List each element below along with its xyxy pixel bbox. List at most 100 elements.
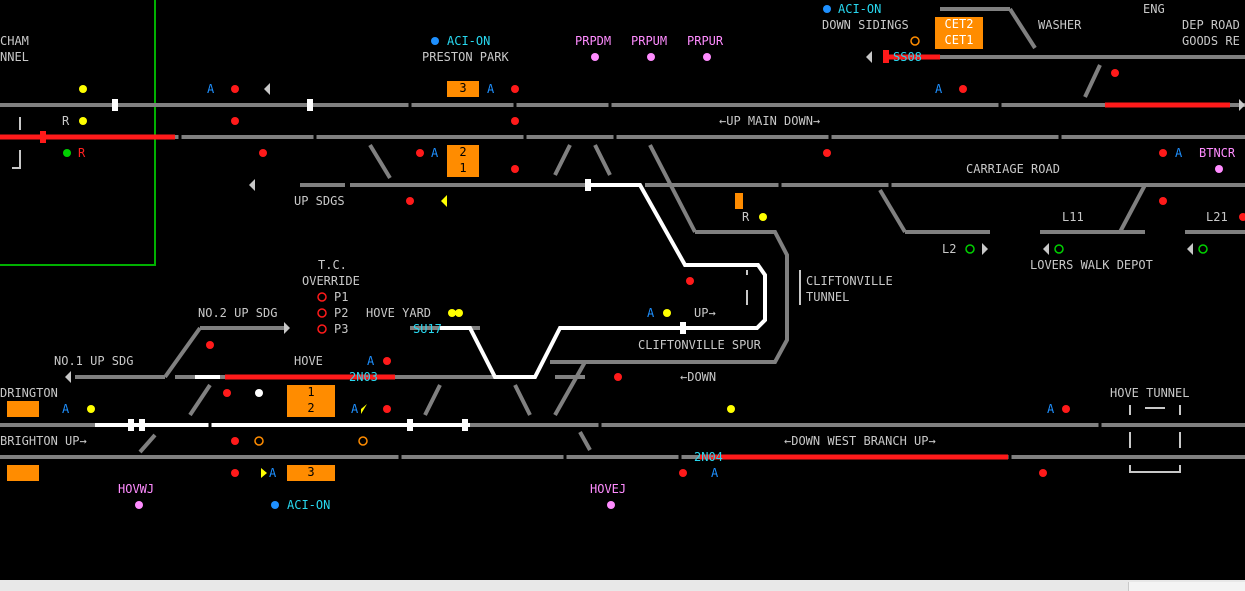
prpur-indicator[interactable] bbox=[703, 53, 711, 61]
track-crossover[interactable] bbox=[553, 144, 572, 176]
signal-red[interactable] bbox=[511, 85, 519, 93]
signal-red[interactable] bbox=[1111, 69, 1119, 77]
signal-red[interactable] bbox=[206, 341, 214, 349]
auto-signal-marker[interactable]: A bbox=[269, 466, 277, 480]
signal-red[interactable] bbox=[383, 405, 391, 413]
signal-red[interactable] bbox=[259, 149, 267, 157]
track-cliftonville-spur-down[interactable] bbox=[550, 230, 789, 364]
signal-red[interactable] bbox=[223, 389, 231, 397]
auto-signal-marker[interactable]: A bbox=[431, 146, 439, 160]
btncr-indicator[interactable] bbox=[1215, 165, 1223, 173]
berth-box-1[interactable]: 1 bbox=[447, 161, 479, 177]
signal-red[interactable] bbox=[823, 149, 831, 157]
signal-yellow[interactable] bbox=[663, 309, 671, 317]
track-crossover[interactable] bbox=[423, 384, 442, 416]
auto-signal-marker[interactable]: A bbox=[62, 402, 70, 416]
signal-green-off[interactable] bbox=[1054, 244, 1064, 254]
berth-su17[interactable]: SU17 bbox=[413, 322, 442, 336]
signal-yellow[interactable] bbox=[727, 405, 735, 413]
signal-red[interactable] bbox=[383, 357, 391, 365]
track-washer-link[interactable] bbox=[1008, 7, 1037, 50]
signal-red[interactable] bbox=[1159, 197, 1167, 205]
aci-on-indicator[interactable] bbox=[271, 501, 279, 509]
signal-red[interactable] bbox=[614, 373, 622, 381]
berth-2n04[interactable]: 2N04 bbox=[694, 450, 723, 464]
track-crossover[interactable] bbox=[1083, 64, 1102, 98]
signal-red[interactable] bbox=[231, 437, 239, 445]
berth-2n03[interactable]: 2N03 bbox=[349, 370, 378, 384]
signal-yellow[interactable] bbox=[79, 85, 87, 93]
aci-on-indicator[interactable] bbox=[823, 5, 831, 13]
signal-green[interactable] bbox=[63, 149, 71, 157]
berth-box-2[interactable]: 2 bbox=[447, 145, 479, 161]
auto-signal-marker[interactable]: A bbox=[1175, 146, 1183, 160]
signal-red[interactable] bbox=[959, 85, 967, 93]
track-l11[interactable] bbox=[1118, 184, 1147, 233]
signal-white[interactable] bbox=[255, 389, 263, 397]
signal-yellow-arrow[interactable] bbox=[441, 195, 447, 207]
signal-red[interactable] bbox=[1159, 149, 1167, 157]
berth-box-empty[interactable] bbox=[7, 465, 39, 481]
aci-on-indicator[interactable] bbox=[431, 37, 439, 45]
signal-yellow[interactable] bbox=[79, 117, 87, 125]
berth-cet1[interactable]: CET1 bbox=[935, 33, 983, 49]
horizontal-scrollbar[interactable] bbox=[0, 580, 1245, 591]
auto-signal-marker[interactable]: A bbox=[207, 82, 215, 96]
signal-orange-ring[interactable] bbox=[358, 436, 368, 446]
signal-red[interactable] bbox=[511, 117, 519, 125]
auto-signal-marker[interactable]: A bbox=[351, 402, 359, 416]
signal-yellow-arrow[interactable] bbox=[361, 404, 367, 414]
berth-box-1[interactable]: 1 bbox=[287, 385, 335, 401]
track-crossover[interactable] bbox=[578, 431, 592, 451]
auto-signal-marker[interactable]: A bbox=[1047, 402, 1055, 416]
signal-orange-ring[interactable] bbox=[254, 436, 264, 446]
track-l2[interactable] bbox=[878, 188, 907, 234]
berth-box-2[interactable]: 2 bbox=[287, 401, 335, 417]
signal-red[interactable] bbox=[231, 85, 239, 93]
track-cliftonville-down[interactable] bbox=[648, 144, 697, 233]
signal-green-off[interactable] bbox=[965, 244, 975, 254]
berth-box-3[interactable]: 3 bbox=[287, 465, 335, 481]
berth-ss08[interactable]: SS08 bbox=[893, 50, 922, 64]
track-crossover[interactable] bbox=[138, 433, 157, 454]
signal-yellow-arrow[interactable] bbox=[261, 468, 267, 478]
signal-yellow[interactable] bbox=[455, 309, 463, 317]
berth-box-3[interactable]: 3 bbox=[447, 81, 479, 97]
hovej-indicator[interactable] bbox=[607, 501, 615, 509]
prpdm-indicator[interactable] bbox=[591, 53, 599, 61]
signal-red[interactable] bbox=[1062, 405, 1070, 413]
signal-red[interactable] bbox=[406, 197, 414, 205]
hovwj-indicator[interactable] bbox=[135, 501, 143, 509]
prpum-indicator[interactable] bbox=[647, 53, 655, 61]
signal-red[interactable] bbox=[1239, 213, 1245, 221]
signal-red[interactable] bbox=[679, 469, 687, 477]
track-crossover[interactable] bbox=[593, 144, 612, 176]
override-p3[interactable] bbox=[317, 324, 327, 334]
signal-orange-ring[interactable] bbox=[910, 36, 920, 46]
auto-signal-marker[interactable]: A bbox=[367, 354, 375, 368]
track-crossover[interactable] bbox=[368, 143, 392, 180]
signal-red[interactable] bbox=[511, 165, 519, 173]
track-crossover[interactable] bbox=[188, 383, 212, 417]
track-no2-link[interactable] bbox=[163, 326, 202, 379]
signal-green-off[interactable] bbox=[1198, 244, 1208, 254]
points-marker[interactable] bbox=[735, 193, 743, 209]
signal-red[interactable] bbox=[231, 117, 239, 125]
signal-red[interactable] bbox=[1039, 469, 1047, 477]
signal-red[interactable] bbox=[416, 149, 424, 157]
signal-yellow[interactable] bbox=[759, 213, 767, 221]
auto-signal-marker[interactable]: A bbox=[487, 82, 495, 96]
berth-box-empty[interactable] bbox=[7, 401, 39, 417]
auto-signal-marker[interactable]: A bbox=[935, 82, 943, 96]
track-crossover[interactable] bbox=[553, 361, 587, 416]
override-p1[interactable] bbox=[317, 292, 327, 302]
auto-signal-marker[interactable]: A bbox=[711, 466, 719, 480]
signal-red[interactable] bbox=[686, 277, 694, 285]
override-p2[interactable] bbox=[317, 308, 327, 318]
auto-signal-marker[interactable]: A bbox=[647, 306, 655, 320]
signal-yellow[interactable] bbox=[87, 405, 95, 413]
signal-yellow[interactable] bbox=[448, 309, 456, 317]
berth-cet2[interactable]: CET2 bbox=[935, 17, 983, 33]
signal-red[interactable] bbox=[231, 469, 239, 477]
track-crossover[interactable] bbox=[513, 384, 532, 416]
